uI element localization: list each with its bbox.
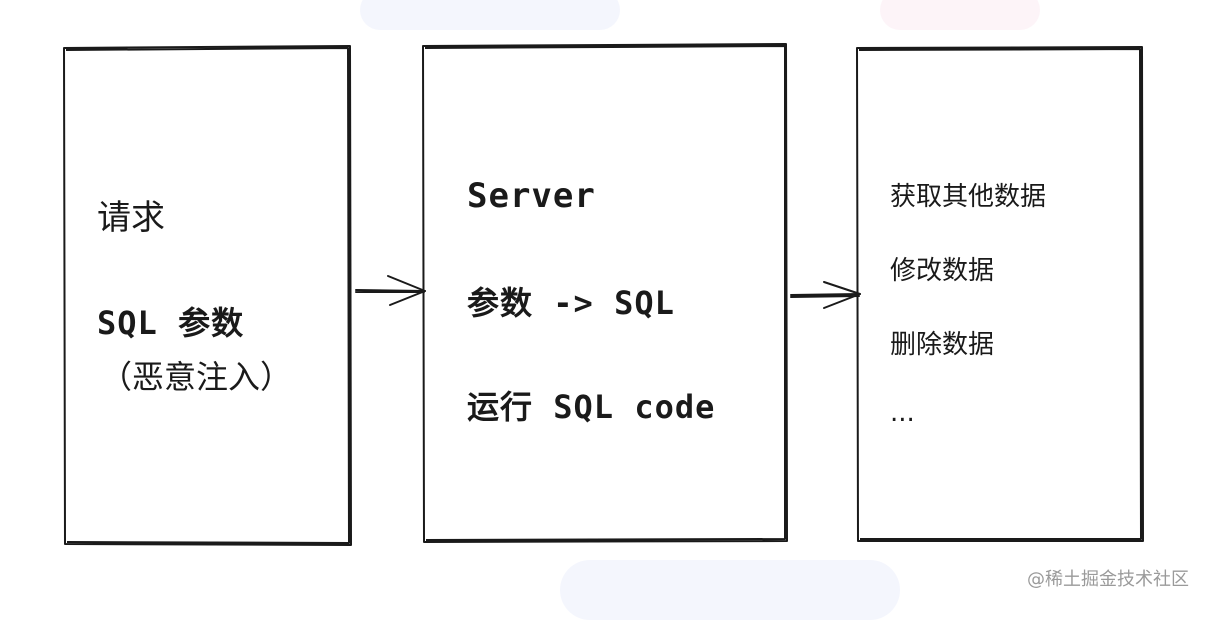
result-item: 获取其他数据 — [890, 182, 1047, 212]
request-line-sql-params: SQL 参数 — [97, 304, 245, 342]
server-title: Server — [467, 176, 596, 216]
server-line-params-to-sql: 参数 -> SQL — [467, 284, 675, 322]
watermark-credit: @稀土掘金技术社区 — [1027, 569, 1189, 590]
result-box — [856, 46, 1144, 542]
request-line-injection: （恶意注入） — [100, 358, 293, 396]
result-item: 修改数据 — [890, 256, 995, 286]
server-line-run-sql: 运行 SQL code — [467, 388, 716, 426]
result-item: 删除数据 — [890, 330, 995, 360]
arrow-request-to-server — [355, 275, 426, 306]
request-box — [63, 45, 352, 546]
arrow-server-to-result — [790, 281, 861, 309]
result-item: ... — [890, 398, 915, 428]
server-box — [422, 43, 788, 543]
request-title: 请求 — [97, 198, 165, 238]
